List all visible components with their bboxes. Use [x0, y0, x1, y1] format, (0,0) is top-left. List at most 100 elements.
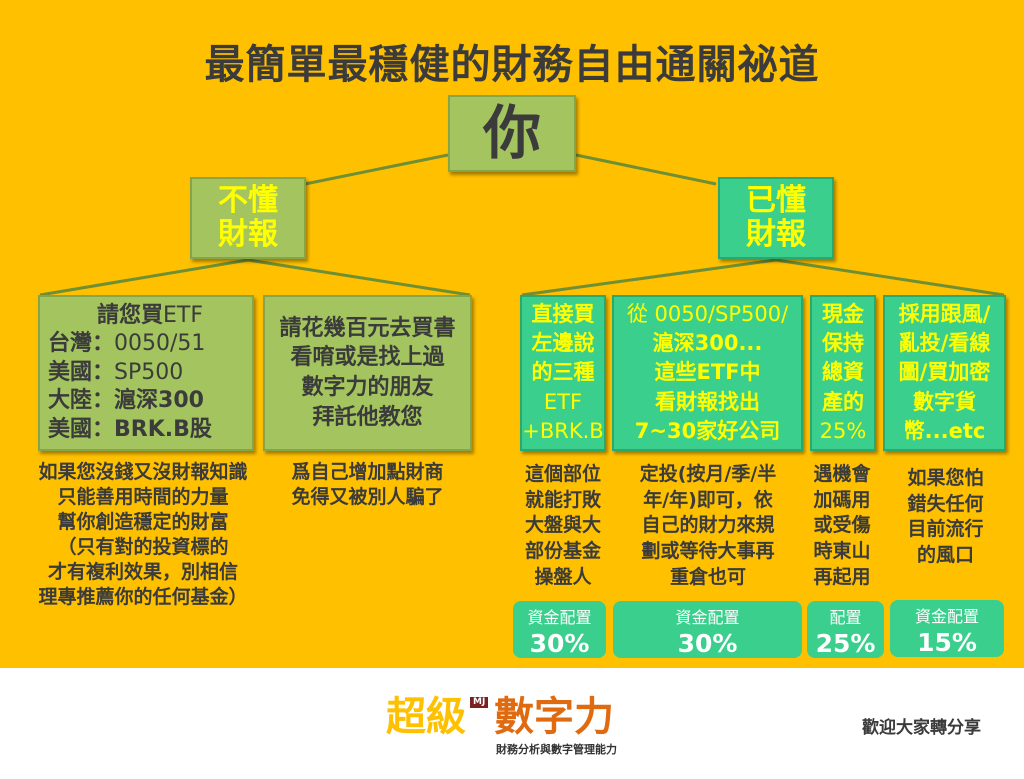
text-line: 滬深300	[114, 388, 204, 414]
text-line: 定投(按月/季/半	[639, 463, 777, 485]
text-line: 總資	[822, 360, 864, 385]
cash-box: 現金保持總資產的 25%	[810, 295, 876, 451]
page-title: 最簡單最穩健的財務自由通關祕道	[204, 42, 820, 88]
text-line: 資金配置	[675, 608, 740, 627]
text-line: 的風口	[916, 543, 974, 566]
text-line: 資金配置	[914, 607, 979, 626]
text-line: 數字貨	[913, 389, 976, 414]
speculation-box: 採用跟風/亂投/看線圖/買加密數字貨幣...etc	[883, 295, 1006, 451]
allocation-badge: 資金配置 30%	[613, 601, 802, 658]
etf-heading: 請您買ETF	[97, 302, 203, 331]
text-line: 操盤人	[534, 565, 592, 588]
etf-box: 請您買ETF 台灣：0050/51 美國：SP500 大陸：滬深300 美國：B…	[38, 295, 254, 451]
branch-label: 財報	[218, 217, 278, 252]
text-line: +BRK.B	[522, 419, 604, 444]
text-line: 加碼用	[813, 488, 871, 511]
connector-lines	[39, 153, 1005, 297]
text-line: 25%	[819, 419, 867, 444]
text-line: 幣...etc	[903, 419, 986, 444]
text-line: 大盤與大	[524, 514, 601, 537]
text-line: 就能打敗	[524, 488, 601, 511]
line-left-a	[39, 258, 249, 297]
text-line: 美國：	[48, 359, 115, 385]
text-line: 看財報找出	[655, 389, 760, 414]
logo-badge: MJ	[470, 697, 489, 708]
branch-label: 已懂	[746, 182, 806, 218]
line-root-right	[575, 153, 717, 186]
text-line: 美國：	[48, 416, 115, 442]
fomo-description: 如果您怕錯失任何目前流行的風口	[893, 466, 998, 569]
text-line: 請您買	[96, 302, 163, 328]
text-line: BRK.B股	[114, 416, 212, 442]
text-line: 採用跟風/	[898, 301, 991, 326]
logo-text-numeracy: 數字力	[494, 694, 614, 740]
share-text: 歡迎大家轉分享	[862, 718, 981, 738]
text-line: 產的	[822, 389, 864, 414]
text-line: 圖/買加密	[898, 360, 991, 385]
text-line: 15%	[917, 628, 977, 657]
allocation-badge: 資金配置 15%	[890, 600, 1004, 657]
text-line: 年/年)即可，依	[643, 488, 773, 511]
buy-books-box: 請花幾百元去買書 看唷或是找上過 數字力的朋友 拜託他教您	[263, 295, 472, 451]
text-line: 免得又被別人騙了	[291, 486, 444, 509]
text-line: 30%	[677, 629, 738, 658]
text-line: 才有複利效果，別相信	[47, 561, 238, 584]
text-line: 資金配置	[527, 608, 592, 627]
box-line: 請花幾百元去買書	[279, 315, 456, 341]
text-line: 部份基金	[524, 539, 601, 562]
box-line: 看唷或是找上過	[290, 345, 445, 371]
books-description: 爲自己增加點財商免得又被別人騙了	[275, 460, 460, 510]
box-line: 數字力的朋友	[301, 375, 434, 400]
logo-text-super: 超級	[386, 694, 466, 740]
text-line: 如果您沒錢又沒財報知識	[38, 461, 248, 483]
branch-knows-financials: 已懂 財報	[718, 177, 834, 259]
text-line: 自己的財力來規	[641, 514, 775, 537]
text-line: 左邊說	[531, 330, 595, 355]
text-line: 只能善用時間的力量	[57, 486, 229, 509]
line-root-left	[304, 153, 449, 186]
etf-row: 台灣：0050/51	[48, 330, 205, 359]
text-line: 目前流行	[907, 518, 984, 541]
etf-row: 美國：BRK.B股	[48, 416, 212, 445]
text-line: 配置	[829, 608, 862, 627]
text-line: 7~30家好公司	[634, 419, 781, 444]
text-line: ETF	[163, 302, 203, 328]
text-line: 亂投/看線	[898, 330, 991, 355]
branch-label: 不懂	[218, 182, 278, 218]
text-line: 時東山	[813, 539, 871, 562]
text-line: 25%	[815, 629, 876, 658]
text-line: 如果您怕	[907, 467, 984, 489]
line-left-b	[247, 258, 471, 297]
text-line: 或受傷	[813, 514, 871, 537]
text-line: SP500	[114, 359, 184, 385]
branch-no-financials: 不懂 財報	[190, 177, 306, 259]
etf-row: 大陸：滬深300	[48, 387, 204, 416]
logo-subtitle: 財務分析與數字管理能力	[496, 743, 617, 756]
dca-description: 定投(按月/季/半年/年)即可，依自己的財力來規劃或等待大事再重倉也可	[618, 462, 798, 590]
allocation-badge: 配置 25%	[807, 601, 884, 658]
text-line: 理專推薦你的任何基金）	[38, 586, 248, 609]
line-right-b	[775, 258, 1005, 297]
root-node-you: 你	[448, 95, 576, 172]
text-line: 幫你創造穩定的財富	[57, 511, 229, 534]
text-line: 大陸：	[48, 388, 115, 414]
line-right-a	[521, 258, 777, 297]
text-line: 保持	[822, 330, 864, 355]
text-line: （只有對的投資標的	[57, 536, 229, 559]
text-line: 30%	[529, 629, 590, 658]
text-line: 0050/51	[114, 331, 206, 357]
text-line: 遇機會	[813, 463, 871, 485]
text-line: 從 0050/SP500/	[626, 301, 789, 326]
etf-portion-description: 這個部位就能打敗大盤與大部份基金操盤人	[513, 462, 613, 590]
box-line: 拜託他教您	[312, 404, 423, 430]
cash-description: 遇機會加碼用或受傷時東山再起用	[802, 462, 882, 590]
etf-row: 美國：SP500	[48, 359, 183, 388]
text-line: 直接買	[531, 301, 595, 326]
text-line: 現金	[822, 301, 864, 326]
text-line: ETF	[543, 389, 583, 414]
text-line: 重倉也可	[669, 565, 746, 588]
allocation-badge: 資金配置 30%	[513, 601, 606, 658]
